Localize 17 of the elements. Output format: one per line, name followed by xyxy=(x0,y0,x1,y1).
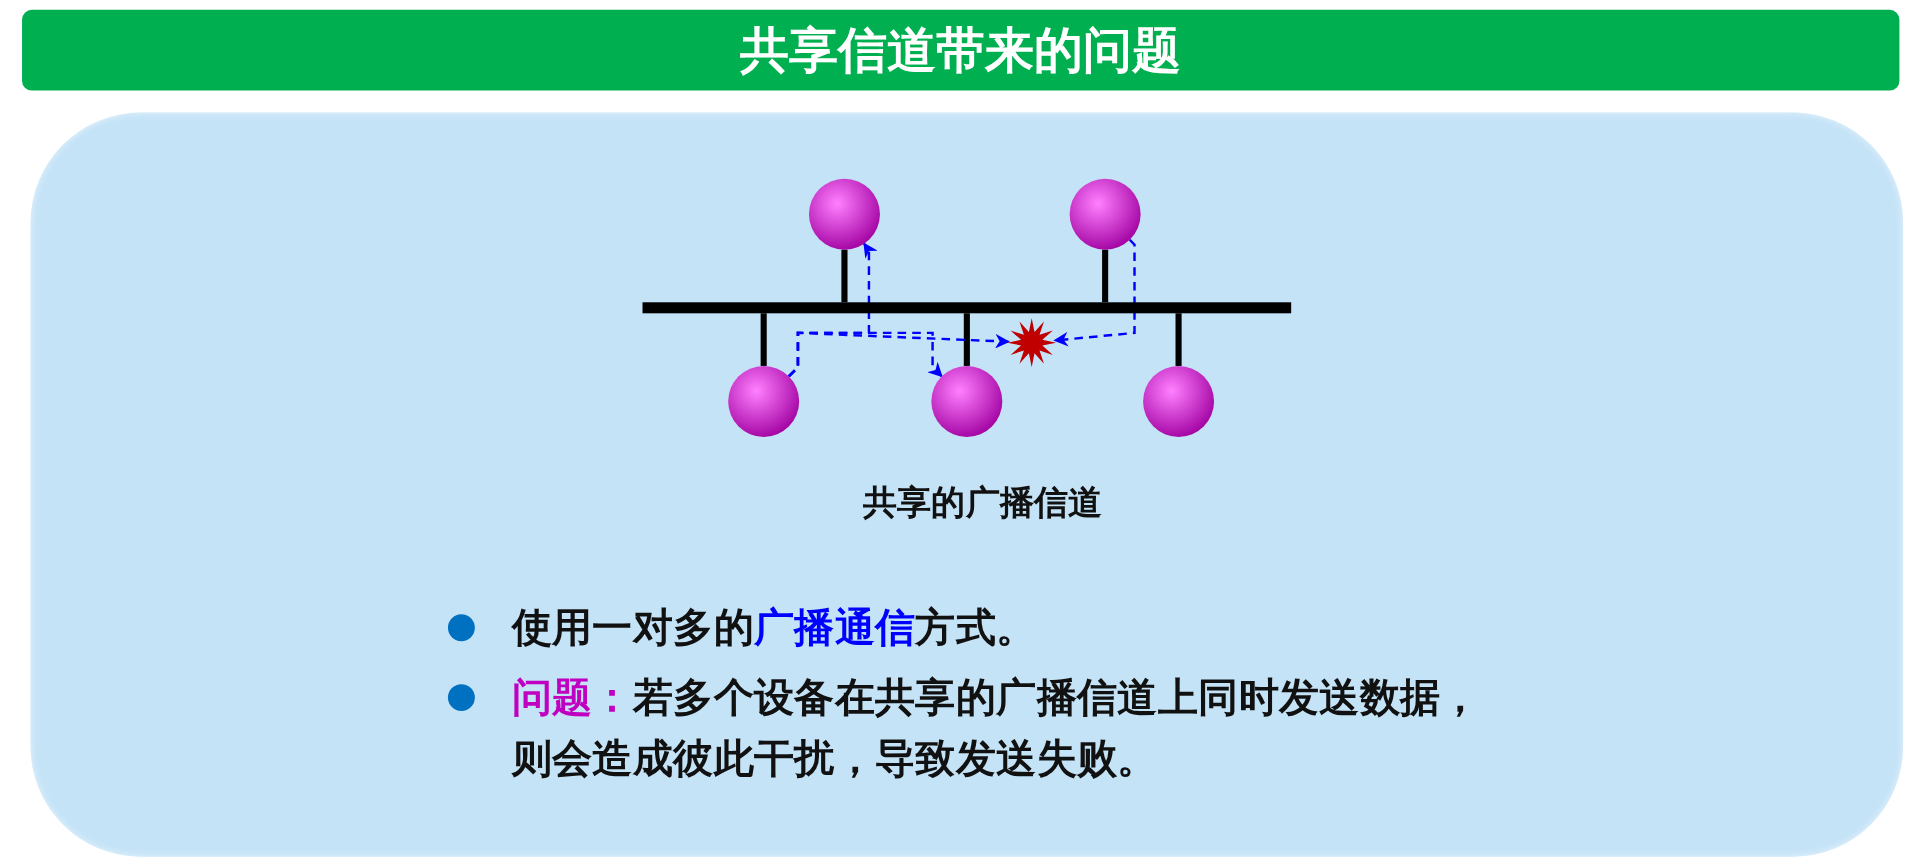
station-node xyxy=(931,365,1003,437)
dashed-arrow xyxy=(787,331,1010,378)
connector-line xyxy=(760,313,767,366)
figure-caption: 共享的广播信道 xyxy=(861,481,1104,525)
connector-line xyxy=(963,313,970,366)
title-banner: 共享信道带来的问题 xyxy=(22,9,1900,91)
connector-line xyxy=(1102,249,1109,303)
station-node xyxy=(1069,178,1141,250)
connector-line xyxy=(841,249,848,303)
dashed-arrow xyxy=(1053,238,1136,347)
station-node xyxy=(1143,365,1215,437)
bullet-text: 问题：若多个设备在共享的广播信道上同时发送数据，则会造成彼此干扰，导致发送失败。 xyxy=(511,672,1482,785)
station-node xyxy=(808,178,880,250)
collision-icon xyxy=(1007,318,1057,368)
station-node xyxy=(728,365,800,437)
bullet-text: 使用一对多的广播通信方式。 xyxy=(511,602,1038,654)
connector-line xyxy=(1175,313,1182,366)
